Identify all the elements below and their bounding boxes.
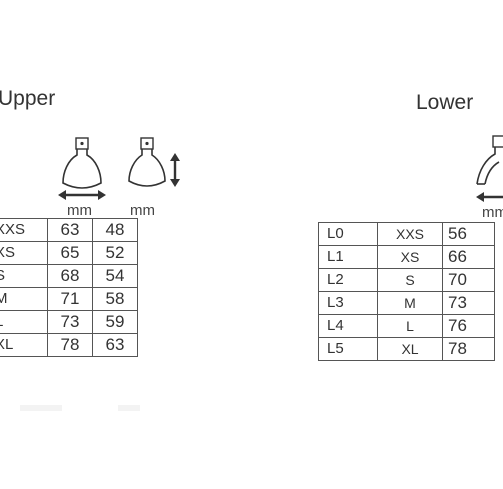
- table-row: L2 S 70: [318, 268, 495, 292]
- size-cell: XXS: [377, 222, 443, 246]
- lower-size-table: L0 XXS 56 L1 XS 66 L2 S 70 L3 M 73 L4 L …: [318, 222, 495, 361]
- table-row: S 68 54: [0, 264, 138, 288]
- width-cell: 70: [442, 268, 495, 292]
- code-cell: L3: [318, 291, 378, 315]
- height-cell: 63: [92, 333, 138, 357]
- upper-size-table: XXS 63 48 XS 65 52 S 68 54 M 71 58 L 73 …: [0, 218, 138, 357]
- lower-width-unit: mm: [482, 204, 503, 221]
- width-cell: 73: [47, 310, 93, 334]
- table-row: L0 XXS 56: [318, 222, 495, 246]
- table-row: L4 L 76: [318, 314, 495, 338]
- code-cell: L0: [318, 222, 378, 246]
- upper-tray-height-icon: [128, 137, 180, 187]
- size-cell: M: [0, 287, 48, 311]
- size-cell: L: [377, 314, 443, 338]
- width-cell: 68: [47, 264, 93, 288]
- table-row: XS 65 52: [0, 241, 138, 265]
- code-cell: L5: [318, 337, 378, 361]
- code-cell: L4: [318, 314, 378, 338]
- width-cell: 78: [47, 333, 93, 357]
- height-cell: 59: [92, 310, 138, 334]
- height-cell: 48: [92, 218, 138, 242]
- width-cell: 71: [47, 287, 93, 311]
- upper-width-unit: mm: [67, 202, 92, 219]
- upper-tray-width-icon: [58, 137, 106, 200]
- lower-tray-width-icon: [476, 135, 503, 202]
- height-cell: 52: [92, 241, 138, 265]
- width-cell: 56: [442, 222, 495, 246]
- faint-mark: [20, 405, 62, 411]
- width-cell: 78: [442, 337, 495, 361]
- upper-title: Upper: [0, 87, 56, 110]
- size-cell: XS: [0, 241, 48, 265]
- size-cell: XS: [377, 245, 443, 269]
- width-cell: 65: [47, 241, 93, 265]
- size-cell: XL: [377, 337, 443, 361]
- width-cell: 76: [442, 314, 495, 338]
- table-row: M 71 58: [0, 287, 138, 311]
- upper-height-unit: mm: [130, 202, 155, 219]
- table-row: L1 XS 66: [318, 245, 495, 269]
- width-cell: 66: [442, 245, 495, 269]
- faint-mark: [118, 405, 140, 411]
- code-cell: L1: [318, 245, 378, 269]
- table-row: L 73 59: [0, 310, 138, 334]
- table-row: XL 78 63: [0, 333, 138, 357]
- size-cell: XXS: [0, 218, 48, 242]
- table-row: XXS 63 48: [0, 218, 138, 242]
- table-row: L3 M 73: [318, 291, 495, 315]
- table-row: L5 XL 78: [318, 337, 495, 361]
- code-cell: L2: [318, 268, 378, 292]
- size-cell: S: [0, 264, 48, 288]
- width-cell: 73: [442, 291, 495, 315]
- lower-title: Lower: [416, 91, 474, 114]
- width-cell: 63: [47, 218, 93, 242]
- height-cell: 54: [92, 264, 138, 288]
- size-cell: L: [0, 310, 48, 334]
- size-cell: XL: [0, 333, 48, 357]
- height-cell: 58: [92, 287, 138, 311]
- size-cell: S: [377, 268, 443, 292]
- size-cell: M: [377, 291, 443, 315]
